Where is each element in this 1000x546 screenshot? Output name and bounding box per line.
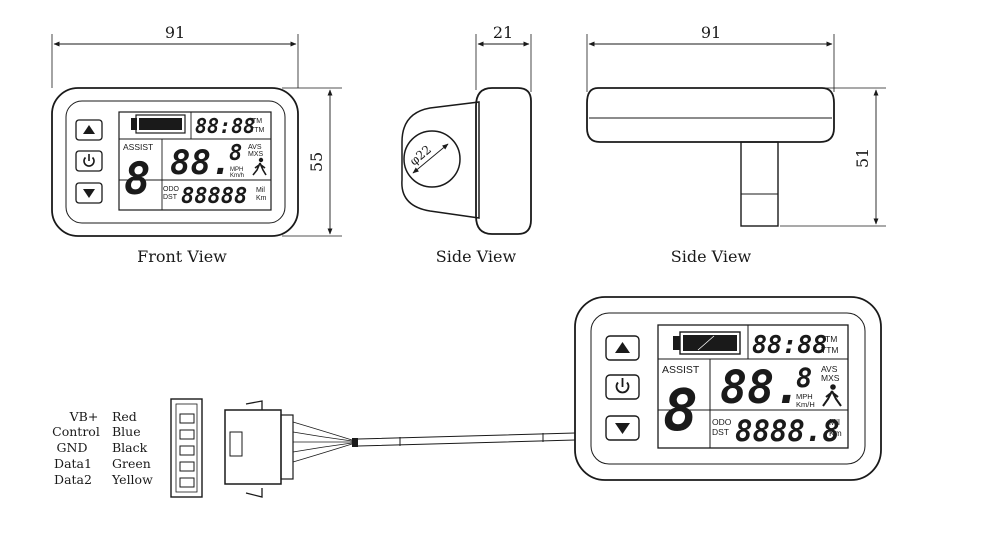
side-housing	[475, 87, 532, 235]
large-mil-label: Mil	[829, 417, 840, 427]
signal-control: Control	[52, 424, 100, 439]
cable	[357, 432, 576, 447]
front-view-caption: Front View	[137, 247, 227, 266]
assist-label: ASSIST	[123, 142, 153, 152]
top-housing	[586, 87, 835, 143]
mil-label: Mil	[256, 187, 265, 194]
large-speed-readout: 88.	[720, 361, 801, 414]
large-down-button[interactable]	[605, 415, 640, 441]
side-view-caption: Side View	[436, 247, 517, 266]
side-depth-dimension: 21	[475, 23, 532, 92]
front-height-dimension: 55	[282, 87, 342, 237]
signal-data1: Data1	[54, 456, 92, 471]
large-walk-assist-icon	[822, 384, 842, 407]
display-housing	[51, 87, 299, 237]
handlebar-clamp: φ22	[401, 101, 480, 219]
down-button[interactable]	[75, 182, 103, 204]
large-display-bezel	[590, 312, 866, 465]
large-battery-icon	[673, 331, 741, 355]
power-icon	[83, 154, 95, 167]
color-red: Red	[112, 409, 137, 424]
large-odo-label: ODO	[712, 417, 732, 427]
large-speed-decimal-digit: 8	[796, 363, 812, 394]
power-button[interactable]	[75, 150, 103, 172]
male-connector	[170, 398, 203, 498]
signal-gnd: GND	[57, 440, 88, 455]
front-width-dimension: 91	[51, 23, 299, 88]
walk-assist-icon	[252, 157, 267, 176]
large-km-label: Km	[829, 428, 842, 438]
large-assist-label: ASSIST	[662, 364, 700, 376]
color-green: Green	[112, 456, 151, 471]
speed-readout: 88.	[170, 143, 231, 183]
large-avs-label: AVS	[821, 364, 838, 374]
wire-color-labels: Red Blue Black Green Yellow	[111, 409, 153, 487]
cable-sleeve	[352, 438, 358, 447]
front-view: 91 55	[51, 23, 342, 266]
speed-decimal-digit: 8	[229, 141, 242, 166]
ttm-label: TTM	[250, 127, 265, 134]
female-connector	[224, 400, 294, 498]
top-width-value: 91	[701, 23, 721, 42]
avs-label: AVS	[248, 144, 262, 151]
triangle-up-icon	[615, 342, 630, 353]
battery-icon	[131, 114, 186, 134]
top-view: 91 51 Side View	[586, 23, 886, 266]
clamp-diameter-label: φ22	[407, 142, 434, 168]
kmh-label: Km/h	[230, 173, 244, 179]
display-bezel	[65, 100, 286, 224]
large-tm-label: TM	[825, 334, 837, 344]
large-ttm-label: TTM	[821, 345, 838, 355]
signal-data2: Data2	[54, 472, 92, 487]
power-icon	[615, 378, 630, 394]
mph-label: MPH	[230, 167, 243, 173]
large-lcd-screen: 88:88 TM TTM ASSIST 8 88. 8 AVS MXS MPH …	[657, 324, 849, 449]
mxs-label: MXS	[248, 151, 264, 158]
wire-bundle	[292, 421, 353, 463]
up-button[interactable]	[75, 119, 103, 141]
large-up-button[interactable]	[605, 335, 640, 361]
top-height-value: 51	[853, 148, 872, 168]
mount-stem	[740, 141, 779, 227]
lcd-screen: 88:88 TM TTM ASSIST 8 88. 8 AVS MXS MPH …	[118, 111, 272, 211]
large-dst-label: DST	[712, 427, 729, 437]
signal-vb: VB+	[69, 409, 99, 424]
tm-label: TM	[252, 118, 262, 125]
odometer-readout: 88888	[181, 184, 247, 209]
large-mxs-label: MXS	[821, 373, 840, 383]
color-black: Black	[112, 440, 148, 455]
odo-label: ODO	[163, 186, 180, 193]
color-blue: Blue	[112, 424, 141, 439]
side-depth-value: 21	[493, 23, 513, 42]
large-mph-label: MPH	[796, 392, 813, 401]
display-large: 88:88 TM TTM ASSIST 8 88. 8 AVS MXS MPH …	[574, 296, 882, 481]
km-label: Km	[256, 195, 267, 202]
large-power-button[interactable]	[605, 374, 640, 400]
assist-level-digit: 8	[124, 154, 151, 205]
triangle-down-icon	[83, 189, 95, 198]
side-view: 21 φ22 Side View	[401, 23, 532, 266]
color-yellow: Yellow	[111, 472, 153, 487]
dst-label: DST	[163, 194, 178, 201]
large-assist-level-digit: 8	[663, 376, 698, 444]
signal-labels: VB+ Control GND Data1 Data2	[52, 409, 100, 487]
front-width-value: 91	[165, 23, 185, 42]
large-time-readout: 88:88	[752, 330, 827, 359]
large-odometer-readout: 8888.8	[735, 414, 840, 448]
large-kmh-label: Km/H	[796, 400, 815, 409]
large-display-housing	[574, 296, 882, 481]
wiring-diagram: VB+ Control GND Data1 Data2 Red Blue Bla…	[52, 398, 576, 498]
top-view-caption: Side View	[671, 247, 752, 266]
time-readout: 88:88	[195, 114, 255, 138]
triangle-down-icon	[615, 423, 630, 434]
top-width-dimension: 91	[586, 23, 835, 92]
top-height-dimension: 51	[780, 87, 886, 227]
triangle-up-icon	[83, 125, 95, 134]
front-height-value: 55	[307, 152, 326, 172]
